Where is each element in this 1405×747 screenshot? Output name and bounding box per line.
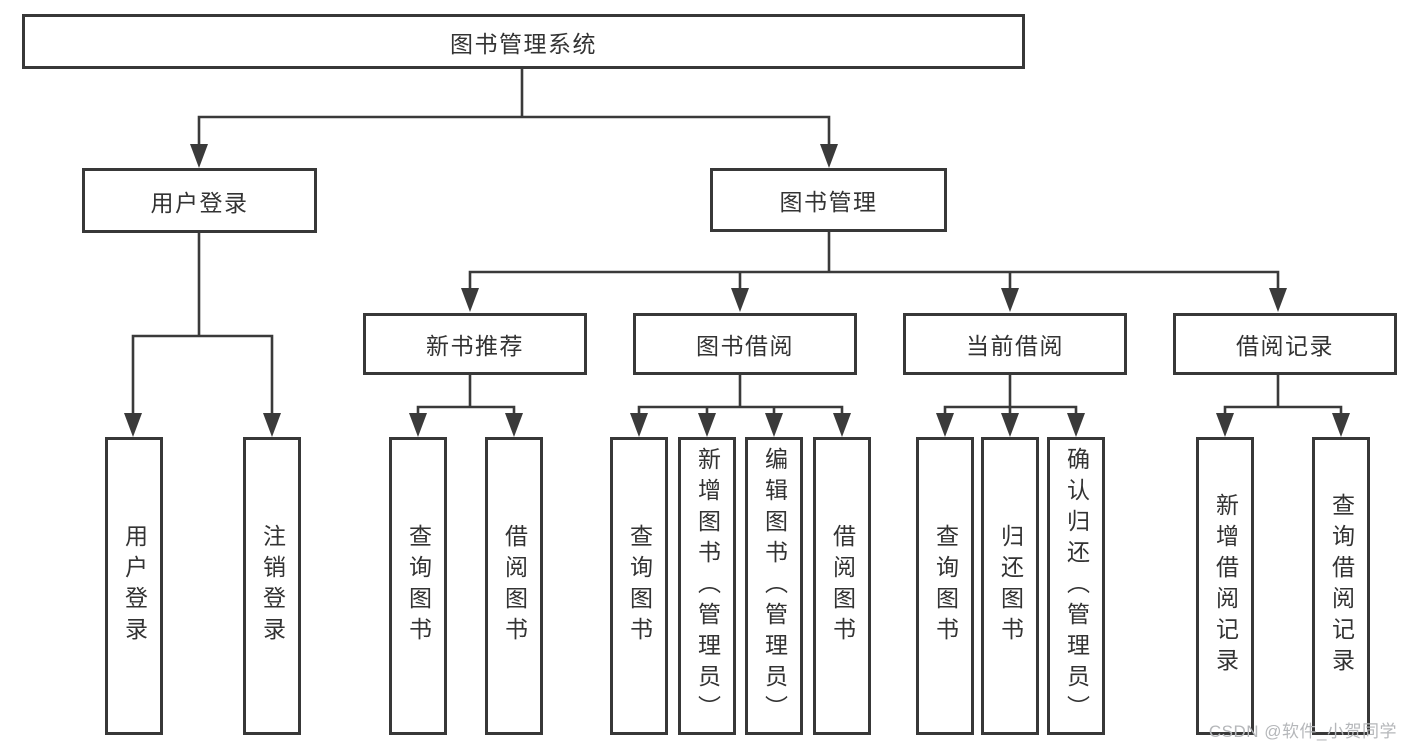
leaf-records-query-record-label: 查询借阅记录: [1328, 493, 1355, 679]
leaf-current-query-book: 查询图书: [916, 437, 974, 735]
csdn-watermark: CSDN @软件_小贺同学: [1208, 722, 1397, 741]
leaf-current-confirm-return-admin: 确认归还（管理员）: [1047, 437, 1105, 735]
arrowhead-icons: [124, 144, 1350, 437]
node-new-book-recommend: 新书推荐: [363, 313, 587, 375]
leaf-user-login: 用户登录: [105, 437, 163, 735]
leaf-borrowing-add-book-admin-label: 新增图书（管理员）: [694, 446, 721, 726]
leaf-current-query-book-label: 查询图书: [932, 524, 959, 648]
node-root-library-management-system: 图书管理系统: [22, 14, 1025, 69]
leaf-records-add-record-label: 新增借阅记录: [1212, 493, 1239, 679]
leaf-recommend-query-book-label: 查询图书: [405, 524, 432, 648]
node-borrowing-records: 借阅记录: [1173, 313, 1397, 375]
leaf-logout: 注销登录: [243, 437, 301, 735]
leaf-borrowing-borrow-book: 借阅图书: [813, 437, 871, 735]
leaf-current-confirm-return-admin-label: 确认归还（管理员）: [1063, 446, 1090, 726]
leaf-borrowing-edit-book-admin: 编辑图书（管理员）: [745, 437, 803, 735]
leaf-borrowing-edit-book-admin-label: 编辑图书（管理员）: [761, 446, 788, 726]
leaf-logout-label: 注销登录: [259, 524, 286, 648]
leaf-user-login-label: 用户登录: [121, 524, 148, 648]
leaf-recommend-query-book: 查询图书: [389, 437, 447, 735]
node-book-management: 图书管理: [710, 168, 947, 232]
leaf-current-return-book: 归还图书: [981, 437, 1039, 735]
node-user-login: 用户登录: [82, 168, 317, 233]
leaf-borrowing-borrow-book-label: 借阅图书: [829, 524, 856, 648]
leaf-recommend-borrow-book: 借阅图书: [485, 437, 543, 735]
leaf-records-query-record: 查询借阅记录: [1312, 437, 1370, 735]
leaf-records-add-record: 新增借阅记录: [1196, 437, 1254, 735]
leaf-borrowing-query-book: 查询图书: [610, 437, 668, 735]
leaf-current-return-book-label: 归还图书: [997, 524, 1024, 648]
leaf-borrowing-add-book-admin: 新增图书（管理员）: [678, 437, 736, 735]
node-current-borrowing: 当前借阅: [903, 313, 1127, 375]
node-book-borrowing: 图书借阅: [633, 313, 857, 375]
leaf-borrowing-query-book-label: 查询图书: [626, 524, 653, 648]
leaf-recommend-borrow-book-label: 借阅图书: [501, 524, 528, 648]
